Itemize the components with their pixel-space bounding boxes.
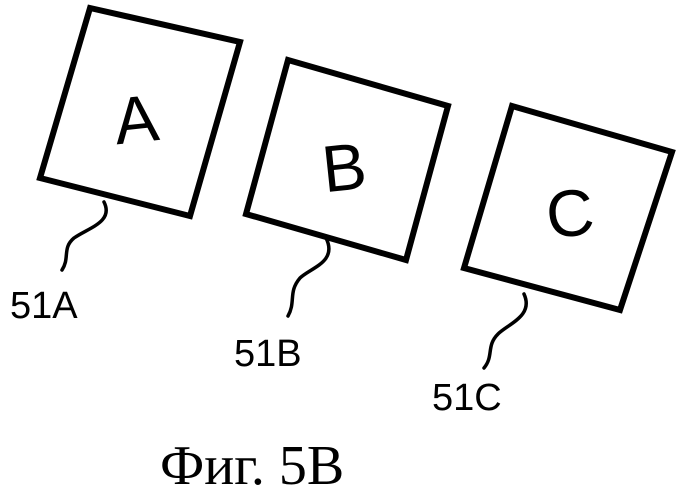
element-a-letter: A (110, 80, 162, 158)
element-c-letter: C (542, 174, 597, 253)
element-b: B 51B (234, 60, 448, 375)
element-c-ref-label: 51C (432, 377, 502, 419)
element-b-letter: B (318, 128, 370, 206)
element-b-leader (288, 238, 329, 316)
element-a-leader (62, 202, 106, 270)
element-a-ref-label: 51A (10, 285, 78, 327)
element-c: C 51C (432, 106, 672, 419)
element-a: A 51A (10, 8, 240, 327)
element-b-ref-label: 51B (234, 333, 302, 375)
figure-caption: Фиг. 5В (160, 435, 344, 497)
element-c-leader (484, 294, 526, 368)
